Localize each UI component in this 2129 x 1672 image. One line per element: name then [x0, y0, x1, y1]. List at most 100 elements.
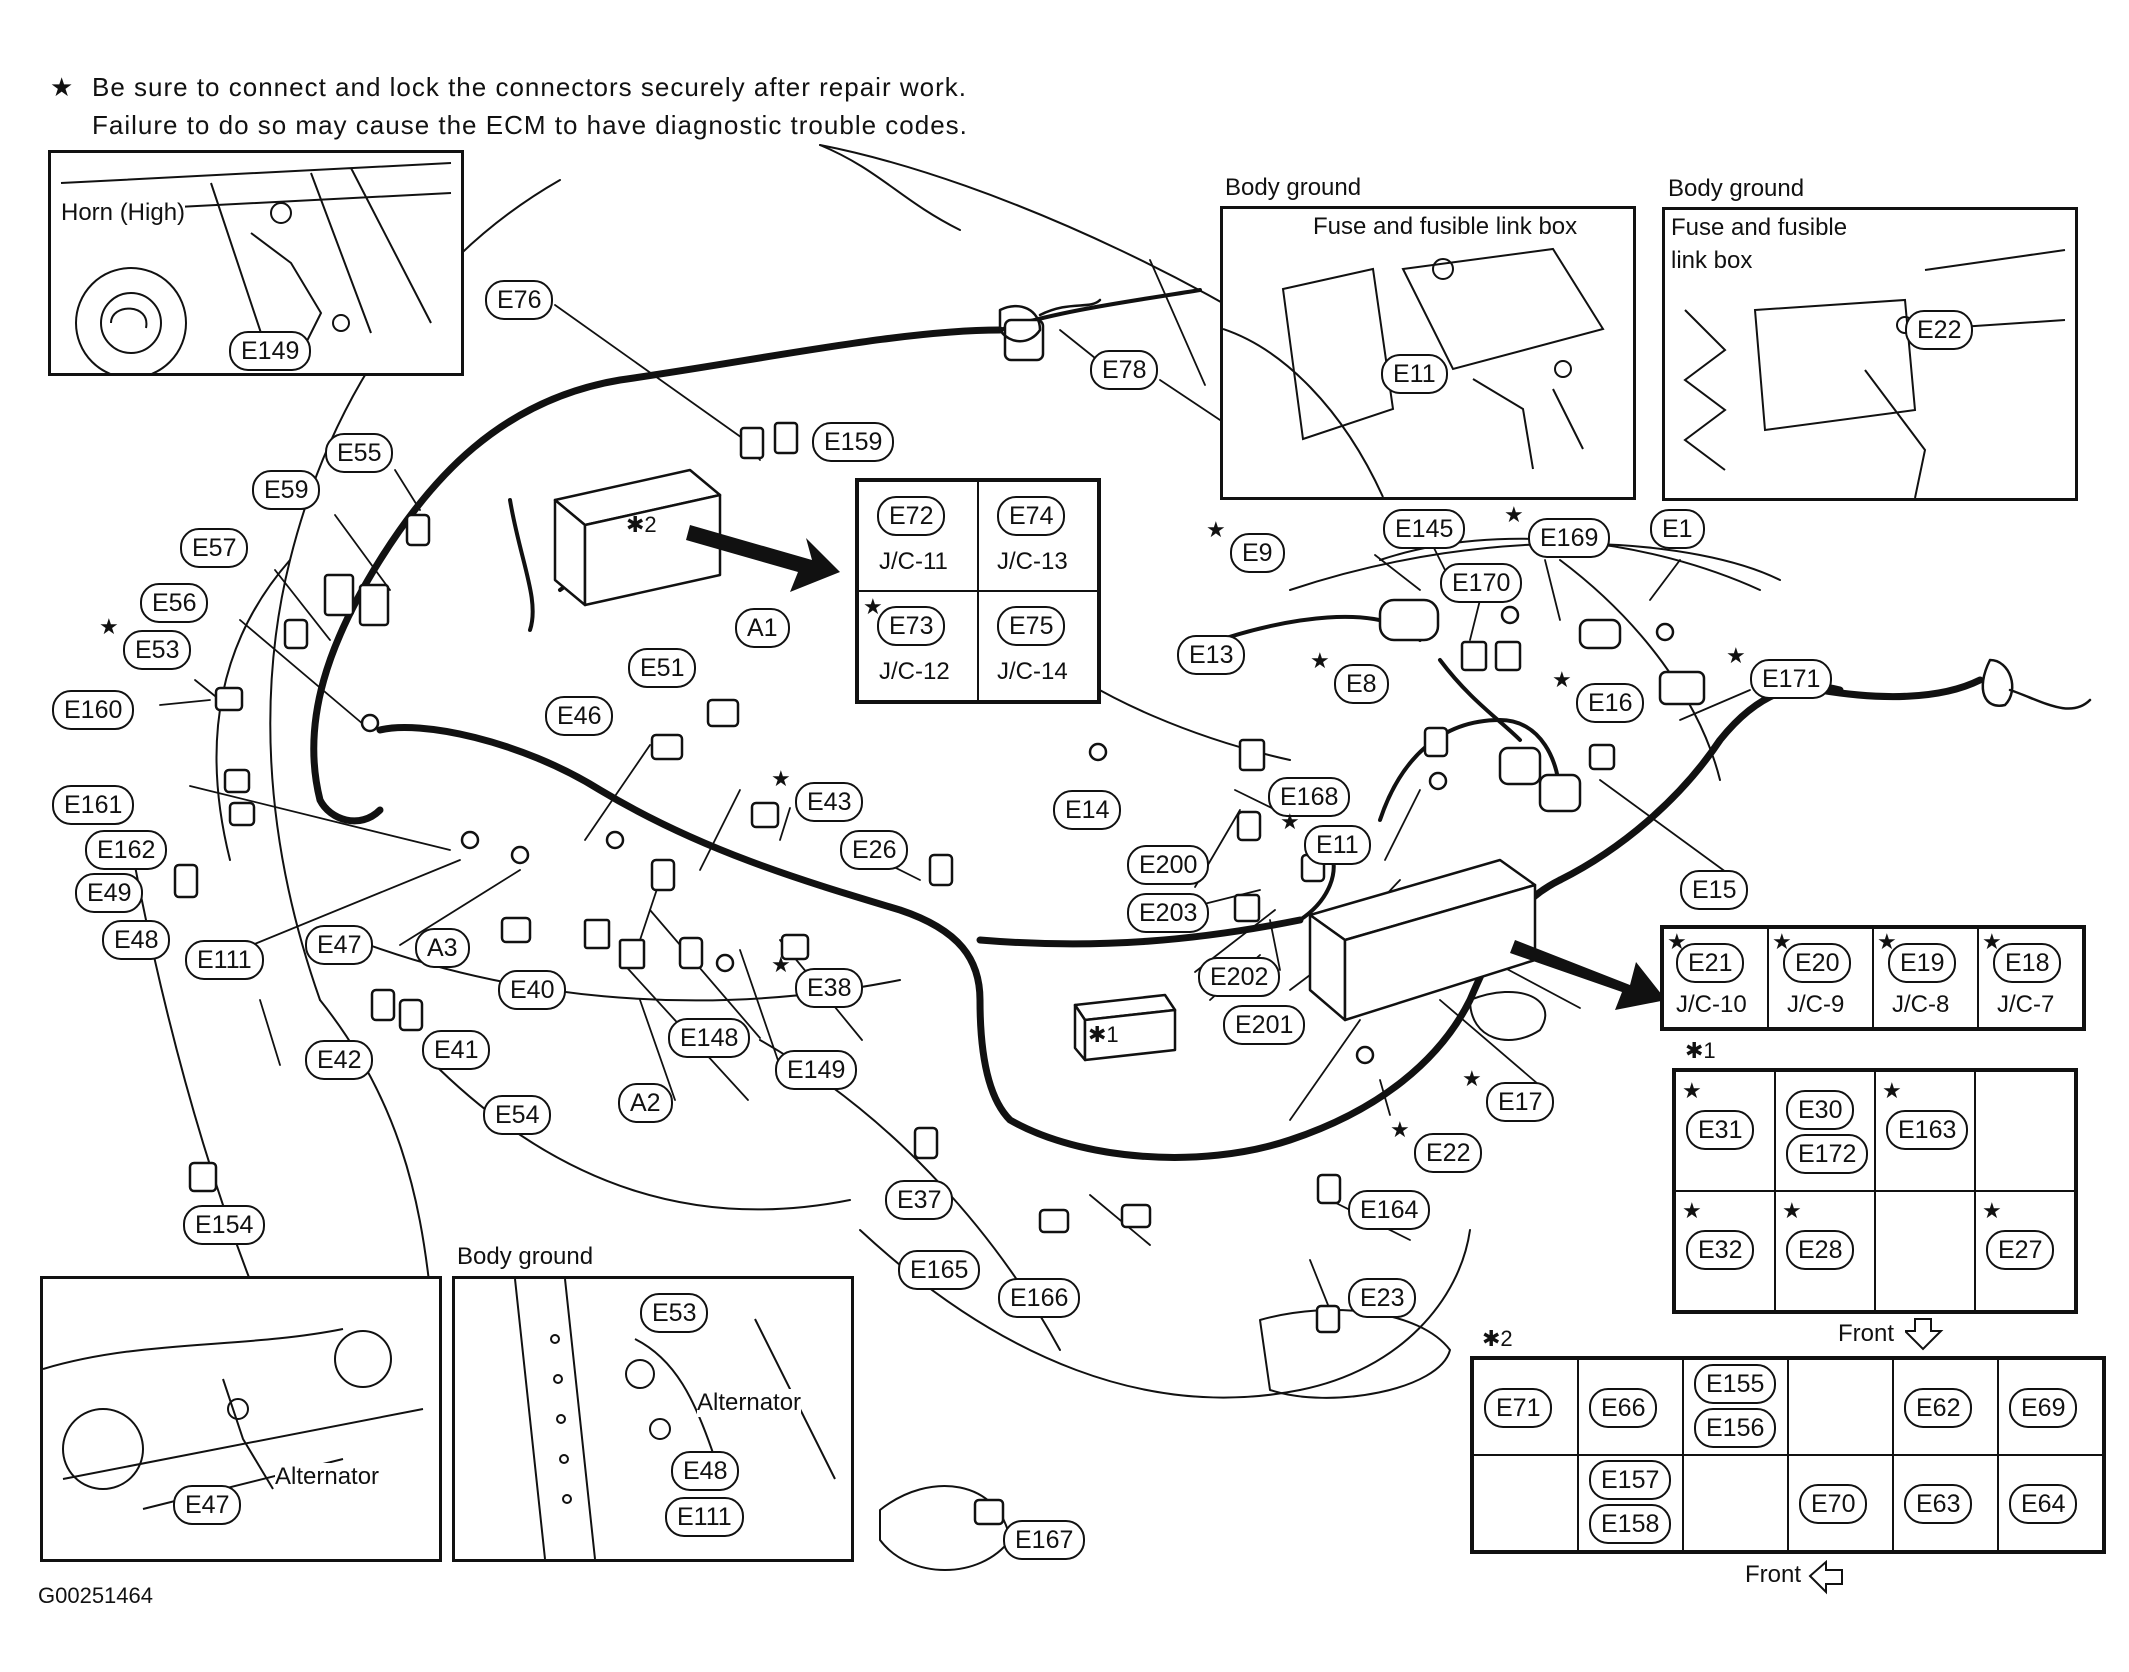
inset-horn: Horn (High) E149 — [48, 150, 464, 376]
connector-e159: E159 — [812, 422, 895, 462]
connector-e22: E22 — [1414, 1133, 1483, 1173]
jc-conn: E73 — [877, 606, 946, 646]
table1-conn: E30 — [1786, 1090, 1855, 1130]
star-mark: ★ — [1552, 667, 1572, 692]
table2-cell: E69 — [1998, 1359, 2103, 1455]
connector-a1: A1 — [735, 608, 790, 648]
alt2-title: Body ground — [457, 1243, 594, 1270]
connector-e1: E1 — [1650, 509, 1705, 549]
table2-conn: E64 — [2009, 1484, 2078, 1524]
box1-mark: ✱1 — [1088, 1022, 1119, 1047]
table1-cell: ★E31 — [1675, 1071, 1775, 1191]
jc-cell-3: ★ E73 J/C-12 — [858, 591, 978, 701]
jc-table: E72 J/C-11 E74 J/C-13 ★ E73 J/C-12 E75 J… — [855, 478, 1101, 704]
table1-cell: ★E32 — [1675, 1191, 1775, 1311]
jc-label: J/C-12 — [879, 658, 950, 685]
ground1-sub: Fuse and fusible link box — [1313, 213, 1578, 241]
connector-e40: E40 — [498, 970, 567, 1010]
box2-mark: ✱2 — [626, 512, 657, 537]
inset-ground1: Fuse and fusible link box E11 — [1220, 206, 1636, 500]
table2-conn: E70 — [1799, 1484, 1868, 1524]
connector-e26: E26 — [840, 830, 909, 870]
junction-box-2 — [553, 468, 722, 607]
connector-e8: E8 — [1334, 664, 1389, 704]
ring-terminals — [360, 605, 1675, 1065]
jc-cell-4: E75 J/C-14 — [978, 591, 1098, 701]
ground2-title: Body ground — [1668, 175, 1805, 202]
table1-cell: ★E27 — [1975, 1191, 2075, 1311]
table2-conn: E69 — [2009, 1388, 2078, 1428]
table1-conn: E28 — [1786, 1230, 1855, 1270]
ground2-sub1: Fuse and fusible — [1671, 214, 1848, 242]
note-line2: Failure to do so may cause the ECM to ha… — [92, 110, 968, 140]
horn-conn: E149 — [229, 331, 312, 371]
connector-e14: E14 — [1053, 790, 1122, 830]
table1-front: Front — [1838, 1320, 1895, 1347]
alt1-label: Alternator — [275, 1463, 380, 1491]
star-mark: ★ — [771, 766, 791, 791]
connector-e37: E37 — [885, 1180, 954, 1220]
connector-e149: E149 — [775, 1050, 858, 1090]
star-mark: ★ — [863, 594, 883, 619]
connector-e202: E202 — [1198, 957, 1281, 997]
star-mark: ★ — [1982, 929, 2002, 954]
arrows — [686, 525, 1666, 1010]
jc-conn: E75 — [997, 606, 1066, 646]
connector-e47: E47 — [305, 925, 374, 965]
horn-title: Horn (High) — [61, 199, 186, 227]
table2-cell: E71 — [1473, 1359, 1578, 1455]
ground2-sketch — [1683, 249, 2066, 498]
table2-conn: E63 — [1904, 1484, 1973, 1524]
connector-e15: E15 — [1680, 870, 1749, 910]
connector-e56: E56 — [140, 583, 209, 623]
star-mark: ★ — [1882, 1078, 1902, 1103]
connector-e42: E42 — [305, 1040, 374, 1080]
connector-e111: E111 — [185, 940, 264, 980]
alt2-label: Alternator — [697, 1389, 802, 1417]
alt2-conn-e53: E53 — [640, 1293, 709, 1333]
star-mark: ★ — [1310, 648, 1330, 673]
connector-e16: E16 — [1576, 683, 1645, 723]
jc-cell-2: E74 J/C-13 — [978, 481, 1098, 591]
table1-cell — [1875, 1191, 1975, 1311]
connector-e76: E76 — [485, 280, 554, 320]
jc-row-cell-2: ★ E20 J/C-9 — [1768, 928, 1873, 1028]
connector-e51: E51 — [628, 648, 697, 688]
connector-e200: E200 — [1127, 845, 1210, 885]
ground1-conn: E11 — [1381, 354, 1448, 394]
jc-label: J/C-13 — [997, 548, 1068, 575]
connector-e11: E11 — [1304, 825, 1371, 865]
connector-e38: E38 — [795, 968, 864, 1008]
star-mark: ★ — [1462, 1066, 1482, 1091]
connector-e48: E48 — [102, 920, 171, 960]
jc-row-cell-3: ★ E19 J/C-8 — [1873, 928, 1978, 1028]
table1-conn: E27 — [1986, 1230, 2055, 1270]
connector-e43: E43 — [795, 782, 864, 822]
table2-conn: E157 — [1589, 1460, 1672, 1500]
alt2-conn-e48: E48 — [671, 1451, 740, 1491]
star-mark: ★ — [1772, 929, 1792, 954]
connector-a3: A3 — [415, 928, 470, 968]
connector-e13: E13 — [1177, 635, 1246, 675]
table2-conn: E158 — [1589, 1504, 1672, 1544]
table2-front: Front — [1745, 1561, 1802, 1588]
connector-e17: E17 — [1486, 1082, 1555, 1122]
star-mark: ★ — [1682, 1198, 1702, 1223]
jc-label: J/C-11 — [879, 548, 948, 575]
table2-cell — [1683, 1455, 1788, 1551]
star-mark: ★ — [1390, 1117, 1410, 1142]
connector-e57: E57 — [180, 528, 249, 568]
note-star: ★ — [50, 72, 75, 102]
connector-e59: E59 — [252, 470, 321, 510]
jc-row-table: ★ E21 J/C-10 ★ E20 J/C-9 ★ E19 J/C-8 ★ E… — [1660, 925, 2086, 1031]
connector-e169: E169 — [1528, 518, 1611, 558]
star-mark: ★ — [1877, 929, 1897, 954]
star-mark: ★ — [99, 614, 119, 639]
alt2-conn-e111: E111 — [665, 1497, 744, 1537]
connector-e167: E167 — [1003, 1520, 1086, 1560]
connector-a2: A2 — [618, 1083, 673, 1123]
table2-conn: E62 — [1904, 1388, 1973, 1428]
